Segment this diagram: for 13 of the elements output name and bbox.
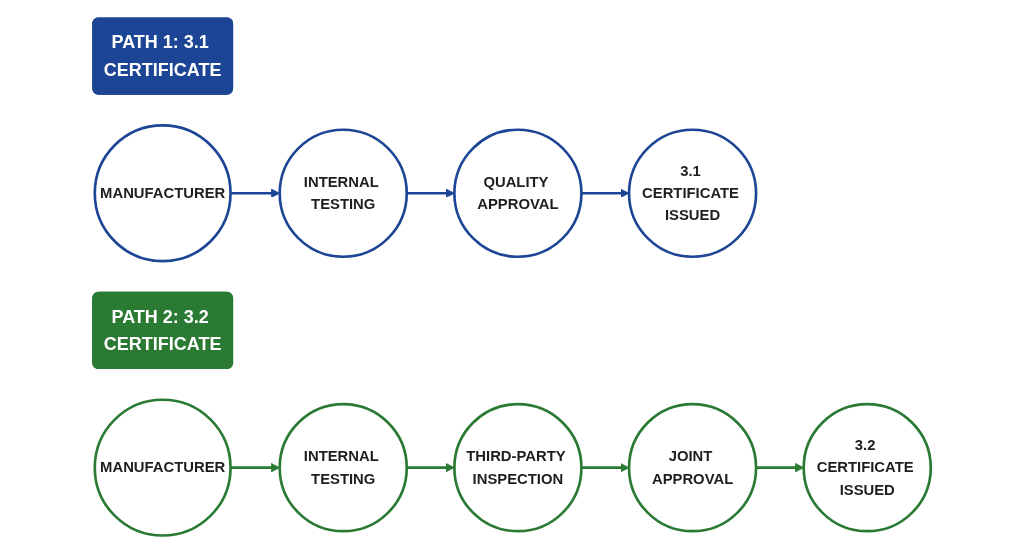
node-circle: JOINT APPROVAL — [627, 402, 758, 533]
arrow — [406, 188, 455, 198]
arrow — [406, 463, 455, 473]
node-circle: 3.2 CERTIFICATE ISSUED — [802, 402, 933, 533]
node-circle: MANUFACTURER — [93, 124, 232, 263]
arrow — [581, 188, 630, 198]
arrow — [581, 463, 630, 473]
node-circle: 3.1 CERTIFICATE ISSUED — [627, 128, 758, 259]
node-circle: INTERNAL TESTING — [278, 402, 409, 533]
node-circle: QUALITY APPROVAL — [453, 128, 583, 259]
node-circle: THIRD-PARTY INSPECTION — [453, 402, 583, 533]
node-circle: MANUFACTURER — [93, 398, 232, 537]
node-circle: INTERNAL TESTING — [278, 128, 409, 259]
